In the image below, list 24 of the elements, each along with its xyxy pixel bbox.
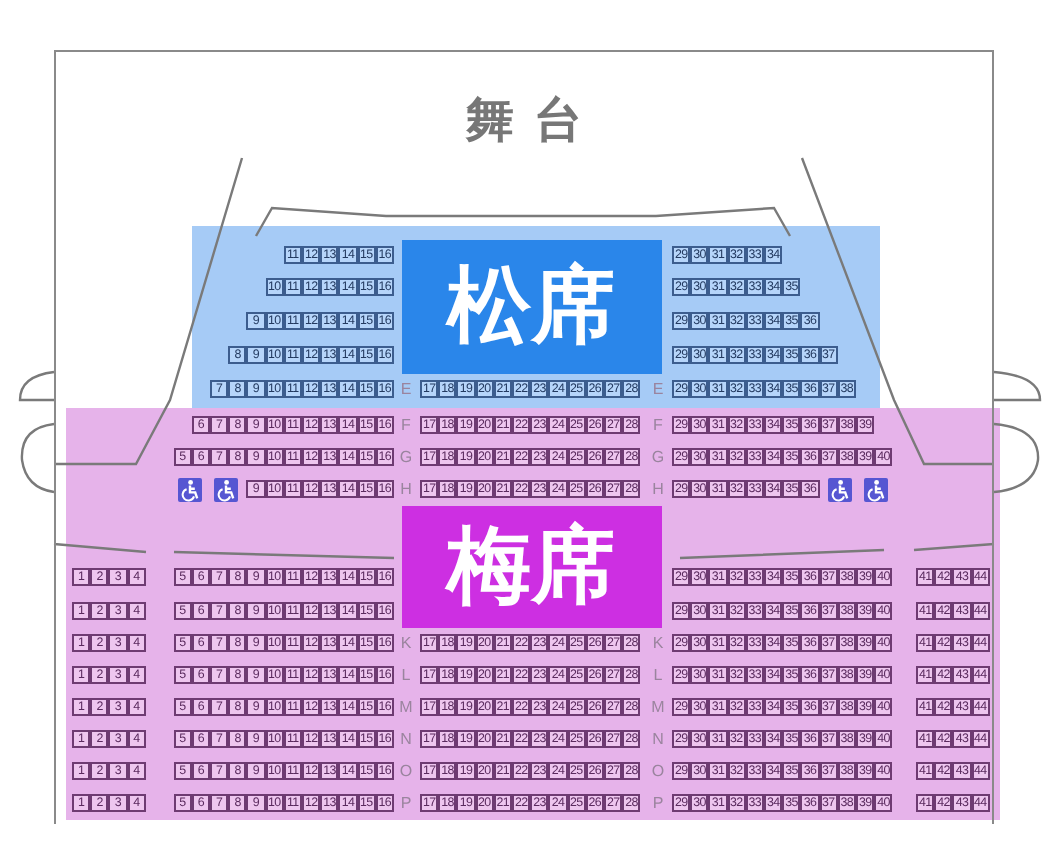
row-letter: G: [650, 448, 666, 466]
seat-class-label: 松席: [401, 239, 661, 373]
row-letter: O: [650, 762, 666, 780]
row-letter: L: [651, 666, 665, 684]
row-letter: L: [399, 666, 413, 684]
row-letter: G: [398, 448, 414, 466]
row-letter: M: [398, 698, 414, 716]
row-letter: K: [650, 634, 666, 652]
row-letter: E: [650, 380, 666, 398]
row-letter: F: [399, 416, 413, 434]
stage-label: 舞台: [463, 92, 604, 148]
row-letter: F: [651, 416, 665, 434]
hall-outline: [54, 50, 994, 824]
row-letter: N: [650, 730, 666, 748]
row-letter: K: [398, 634, 414, 652]
seat-class-label: 梅席: [401, 505, 661, 627]
row-letter: O: [398, 762, 414, 780]
row-letter: H: [650, 480, 666, 498]
row-letter: P: [398, 794, 414, 812]
row-letter: H: [398, 480, 414, 498]
row-letter: P: [650, 794, 666, 812]
row-letter: E: [398, 380, 414, 398]
row-letter: N: [398, 730, 414, 748]
row-letter: M: [650, 698, 666, 716]
